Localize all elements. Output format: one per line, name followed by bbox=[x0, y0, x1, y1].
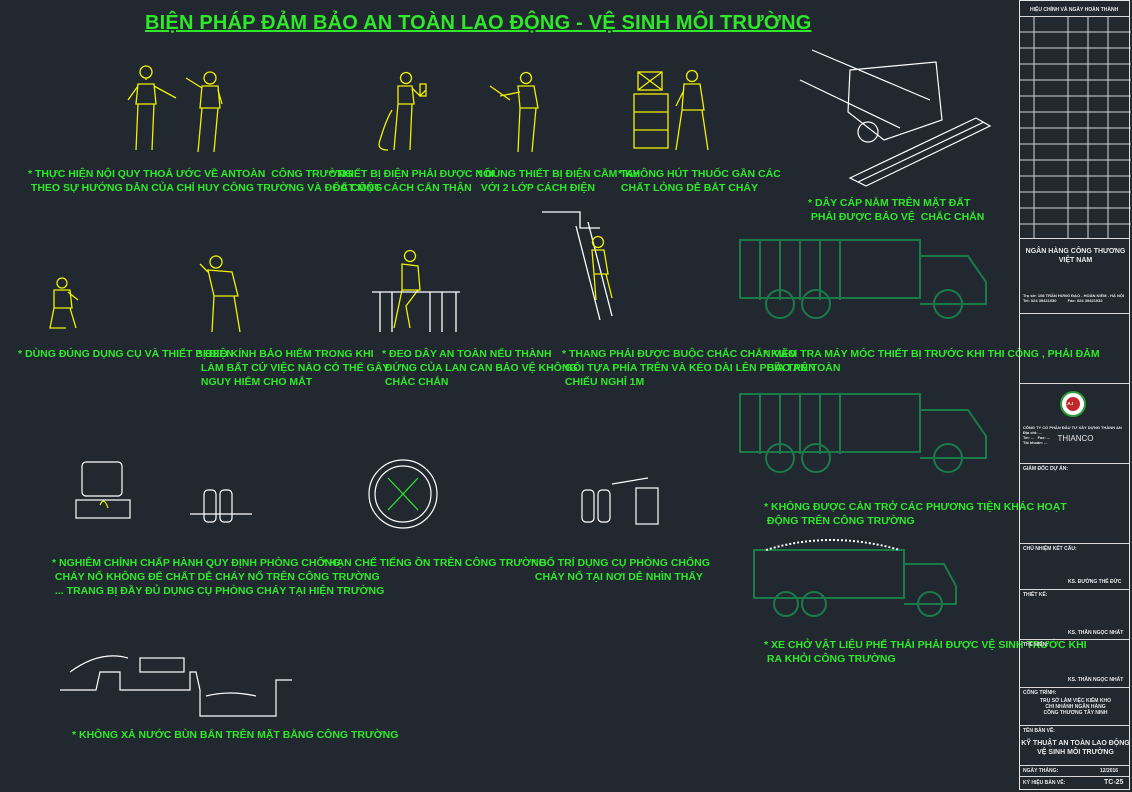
project-name: TRỤ SỞ LÀM VIỆC KIÊM KHO CHI NHÁNH NGÂN … bbox=[1040, 698, 1111, 716]
worker-goggles-figure bbox=[199, 255, 241, 333]
number-label: KÝ HIỆU BẢN VẼ: bbox=[1023, 780, 1066, 786]
worker-drill-figure bbox=[489, 71, 539, 153]
fire-extinguisher-drawing-1 bbox=[190, 489, 252, 523]
logo-text: T.A.I bbox=[1064, 401, 1074, 406]
fire-tank-drawing bbox=[75, 461, 131, 519]
caption-no-smoking: * KHÔNG HÚT THUỐC GẦN CÁC CHẤT LỎNG DỄ B… bbox=[618, 168, 781, 194]
client-address: Trụ sở: 108 TRẦN HƯNG ĐẠO - HOÀN KIẾM - … bbox=[1023, 293, 1125, 303]
caption-grounding: * THIẾT BỊ ĐIỆN PHẢI ĐƯỢC NỐI ĐẤT MỘT CÁ… bbox=[330, 168, 495, 194]
caption-fire-rules: * NGHIÊM CHỈNH CHẤP HÀNH QUY ĐỊNH PHÒNG … bbox=[52, 557, 385, 597]
dump-truck-1 bbox=[739, 239, 987, 319]
drawer-name: KS. THÂN NGỌC NHẤT bbox=[1068, 677, 1124, 683]
company-logo: T.A.I bbox=[1060, 391, 1086, 417]
caption-cable: * DÂY CÁP NẰM TRÊN MẶT ĐẤT PHẢI ĐƯỢC BẢO… bbox=[808, 197, 985, 223]
date-label: NGÀY THÁNG: bbox=[1023, 768, 1059, 774]
chief-label: CHỦ NHIỆM KẾT CẤU: bbox=[1023, 546, 1077, 552]
revision-header: HIỆU CHỈNH VÀ NGÀY HOÀN THÀNH bbox=[1030, 7, 1119, 13]
manager-label: GIÁM ĐỐC DỰ ÁN: bbox=[1023, 466, 1068, 472]
caption-mud-water: * KHÔNG XẢ NƯỚC BÙN BẨN TRÊN MẶT BẰNG CÔ… bbox=[72, 729, 399, 741]
equipment-drawings bbox=[60, 49, 992, 717]
client-name: NGÂN HÀNG CÔNG THƯƠNG VIỆT NAM bbox=[1025, 248, 1126, 264]
worker-ladder-figure bbox=[542, 211, 613, 321]
cable-truck-drawing bbox=[799, 49, 992, 187]
page-title: BIỆN PHÁP ĐẢM BẢO AN TOÀN LAO ĐỘNG - VỆ … bbox=[145, 12, 812, 34]
title-block: HIỆU CHỈNH VÀ NGÀY HOÀN THÀNH NGÂN HÀNG … bbox=[1019, 0, 1131, 790]
mud-pump-drawing bbox=[60, 655, 292, 717]
drawing-label: TÊN BẢN VẼ: bbox=[1023, 728, 1055, 734]
caption-fire-equipment: * BỐ TRÍ DỤNG CỤ PHÒNG CHỐNG CHÁY NỔ TẠI… bbox=[532, 557, 710, 583]
caption-correct-tools: * DÙNG ĐÚNG DỤNG CỤ VÀ THIẾT BỊ ĐIỆN bbox=[18, 348, 234, 360]
caption-vehicles: * KHÔNG ĐƯỢC CẢN TRỞ CÁC PHƯƠNG TIỆN KHÁ… bbox=[764, 501, 1067, 527]
caption-goggles: * ĐEO KÍNH BẢO HIỂM TRONG KHI LÀM BẤT CỨ… bbox=[198, 348, 390, 388]
company-name: THIANCO bbox=[1057, 434, 1094, 443]
designer-name: KS. THÂN NGỌC NHẤT bbox=[1068, 630, 1124, 636]
chief-name: KS. ĐƯỜNG THẾ ĐỨC bbox=[1068, 579, 1122, 585]
drawing-name: KỸ THUẬT AN TOÀN LAO ĐỘNG VỆ SINH MÔI TR… bbox=[1021, 740, 1130, 756]
caption-safety-rules: * THỰC HIỆN NỘI QUY THOẢ ƯỚC VỀ ANTOÀN C… bbox=[28, 168, 383, 194]
caption-hand-tools: * DÙNG THIẾT BỊ ĐIỆN CẦM TAY VỚI 2 LỚP C… bbox=[478, 168, 640, 194]
caption-clean-trucks: * XE CHỞ VẬT LIỆU PHẾ THẢI PHẢI ĐƯỢC VỆ … bbox=[764, 639, 1087, 665]
caption-noise: * HẠN CHẾ TIẾNG ỒN TRÊN CÔNG TRƯỜNG bbox=[322, 557, 547, 569]
truck-drawings bbox=[739, 239, 987, 617]
no-noise-sign bbox=[368, 459, 438, 529]
drawing-number: TC-25 bbox=[1104, 779, 1124, 786]
caption-ladder: * THANG PHẢI ĐƯỢC BUỘC CHẮC CHẮN VÀO GỐI… bbox=[562, 348, 816, 388]
worker-no-smoking-figure bbox=[633, 69, 709, 151]
dump-truck-2 bbox=[739, 393, 987, 473]
dump-truck-3 bbox=[753, 539, 957, 617]
worker-railing-figure bbox=[372, 249, 460, 332]
caption-safety-belt: * ĐEO DÂY AN TOÀN NẾU THÀNH ĐỨNG CỦA LAN… bbox=[382, 348, 578, 388]
project-label: CÔNG TRÌNH: bbox=[1023, 690, 1057, 696]
worker-grounding-figure bbox=[378, 71, 427, 151]
designer-label: THIẾT KẾ: bbox=[1023, 592, 1048, 598]
worker-crouching-figure bbox=[49, 277, 79, 329]
drawer-label: THỂ HIỆN: bbox=[1023, 642, 1048, 648]
caption-machine-check: * KIỂM TRA MÁY MÓC THIẾT BỊ TRƯỚC KHI TH… bbox=[764, 348, 1100, 374]
revision-grid bbox=[1020, 16, 1131, 238]
workers-meeting-figure bbox=[127, 65, 223, 153]
fire-extinguisher-drawing-2 bbox=[581, 477, 659, 525]
worker-figures bbox=[49, 65, 709, 333]
company-details: CÔNG TY CỔ PHẦN ĐẦU TƯ XÂY DỰNG THÀNH AN… bbox=[1023, 425, 1122, 445]
date-value: 12/2016 bbox=[1100, 768, 1119, 774]
